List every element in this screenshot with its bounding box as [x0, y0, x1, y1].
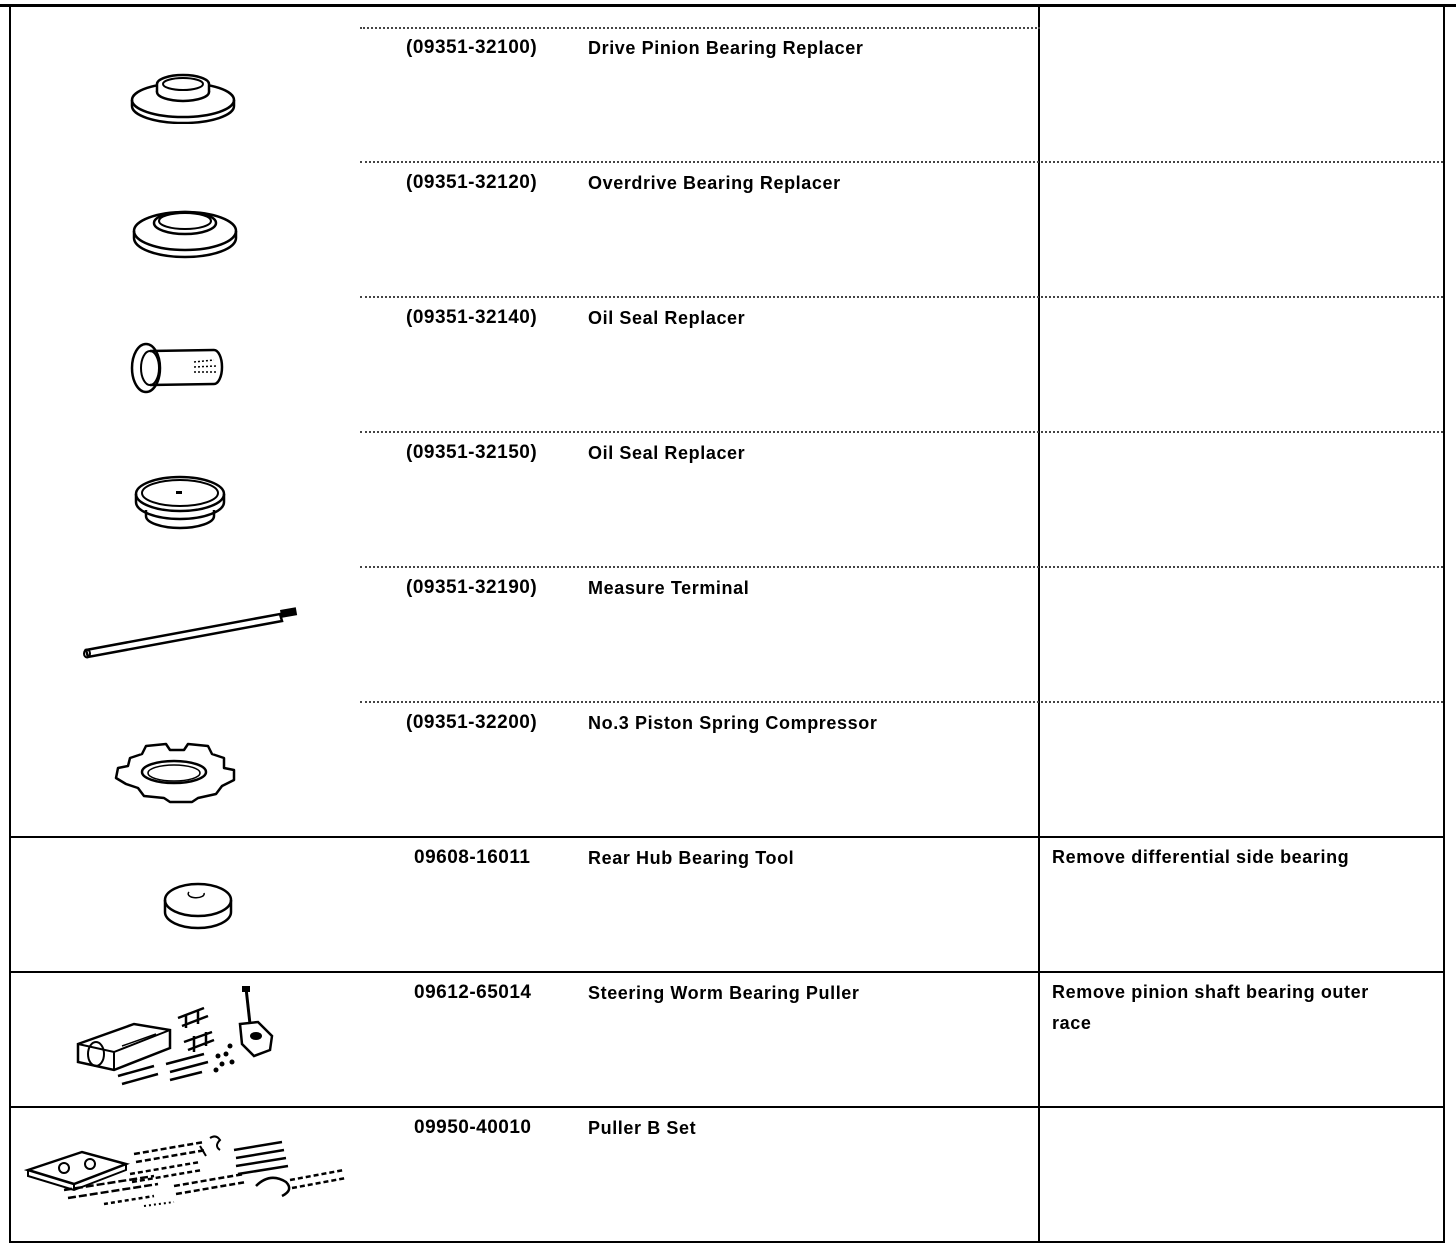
tool-remark: Remove pinion shaft bearing outer race — [1052, 982, 1369, 1033]
oil-seal-cup-icon — [132, 472, 228, 534]
tool-name: Oil Seal Replacer — [588, 443, 746, 463]
part-number: (09351-32200) — [406, 712, 538, 733]
tool-name: No.3 Piston Spring Compressor — [588, 713, 878, 733]
tool-name: Drive Pinion Bearing Replacer — [588, 38, 864, 58]
part-number: (09351-32100) — [406, 37, 538, 58]
part-number: (09351-32150) — [406, 442, 538, 463]
part-number: 09608-16011 — [414, 847, 531, 868]
tool-name: Rear Hub Bearing Tool — [588, 848, 795, 868]
hub-bearing-tool-icon — [162, 878, 234, 940]
tool-name: Puller B Set — [588, 1118, 697, 1138]
puller-b-set-icon — [24, 1134, 354, 1214]
part-number: 09950-40010 — [414, 1117, 532, 1138]
part-number: 09612-65014 — [414, 982, 532, 1003]
row-separator — [360, 161, 1443, 163]
table-frame — [9, 7, 1445, 1243]
row-separator — [11, 1106, 1443, 1108]
row-separator — [360, 431, 1443, 433]
measure-rod-icon — [80, 606, 302, 664]
remark-column-divider — [1038, 7, 1040, 1243]
bearing-replacer-icon — [128, 70, 238, 124]
top-rule — [0, 4, 1456, 7]
part-number: (09351-32190) — [406, 577, 538, 598]
oil-seal-sleeve-icon — [128, 340, 228, 400]
tool-remark: Remove differential side bearing — [1052, 847, 1350, 867]
tool-name: Measure Terminal — [588, 578, 750, 598]
bearing-puller-set-icon — [74, 984, 284, 1092]
row-separator — [11, 971, 1443, 973]
bearing-replacer-icon — [130, 205, 240, 261]
row-separator — [11, 836, 1443, 838]
row-separator — [360, 566, 1443, 568]
tool-name: Steering Worm Bearing Puller — [588, 983, 860, 1003]
row-separator — [360, 27, 1040, 29]
spring-compressor-icon — [112, 740, 240, 806]
part-number: (09351-32140) — [406, 307, 538, 328]
row-separator — [360, 296, 1443, 298]
tool-name: Overdrive Bearing Replacer — [588, 173, 841, 193]
row-separator — [360, 701, 1443, 703]
tool-name: Oil Seal Replacer — [588, 308, 746, 328]
part-number: (09351-32120) — [406, 172, 538, 193]
